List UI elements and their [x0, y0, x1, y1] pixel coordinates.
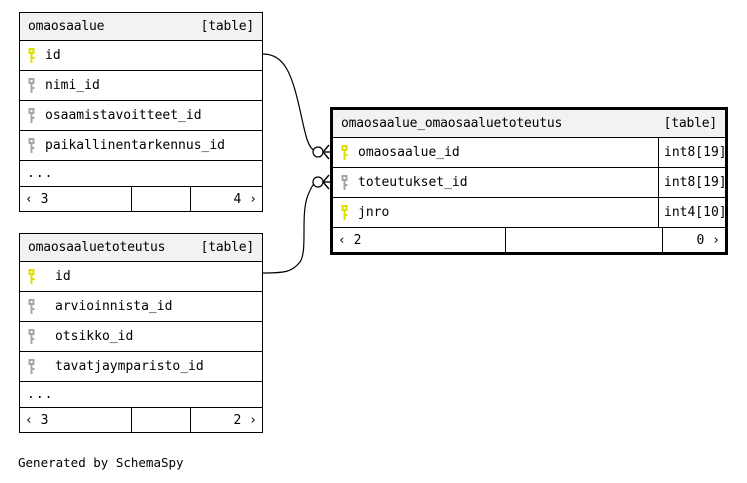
table-row[interactable]: id: [20, 41, 262, 71]
footer-middle-cell: [131, 408, 191, 432]
column-datatype: int8[19]: [658, 138, 727, 167]
table-type-tag: [table]: [200, 240, 255, 255]
column-datatype: int8[19]: [658, 168, 727, 197]
crows-foot-marker: [322, 174, 330, 190]
table-row[interactable]: id: [20, 262, 262, 292]
table-row[interactable]: jnro int4[10]: [333, 198, 727, 228]
footer-middle-cell: [131, 187, 191, 211]
column-name: arvioinnista_id: [55, 299, 173, 314]
table-omaosaaluetoteutus[interactable]: omaosaaluetoteutus [table] id: [19, 233, 263, 433]
parent-relation-count[interactable]: ‹ 3: [25, 191, 49, 207]
child-relation-count[interactable]: 2 ›: [233, 412, 257, 428]
primary-key-icon: [27, 269, 36, 284]
more-columns-indicator: ...: [20, 161, 262, 187]
table-header-omaosaalue: omaosaalue [table]: [20, 13, 262, 41]
table-header-omaosaaluetoteutus: omaosaaluetoteutus [table]: [20, 234, 262, 262]
column-name: omaosaalue_id: [358, 145, 460, 160]
table-footer: ‹ 3 2 ›: [20, 408, 262, 432]
column-name: toteutukset_id: [358, 175, 468, 190]
foreign-key-icon: [27, 329, 36, 344]
child-relation-count[interactable]: 0 ›: [696, 232, 720, 248]
zero-or-more-marker: [312, 146, 324, 158]
relationship-line-omaosaalue: [262, 53, 331, 160]
column-name: id: [45, 48, 61, 63]
zero-or-more-marker: [312, 176, 324, 188]
table-row[interactable]: arvioinnista_id: [20, 292, 262, 322]
column-name: nimi_id: [45, 78, 100, 93]
table-row[interactable]: osaamistavoitteet_id: [20, 101, 262, 131]
table-row[interactable]: tavatjaymparisto_id: [20, 352, 262, 382]
foreign-key-icon: [27, 78, 36, 93]
column-name: osaamistavoitteet_id: [45, 108, 202, 123]
table-row[interactable]: toteutukset_id int8[19]: [333, 168, 727, 198]
column-datatype: int4[10]: [658, 198, 727, 227]
foreign-key-icon: [27, 138, 36, 153]
table-row[interactable]: otsikko_id: [20, 322, 262, 352]
foreign-key-icon: [340, 175, 349, 190]
parent-relation-count[interactable]: ‹ 2: [338, 232, 362, 248]
table-row[interactable]: paikallinentarkennus_id: [20, 131, 262, 161]
table-type-tag: [table]: [200, 19, 255, 34]
relationship-line-omaosaaluetoteutus: [262, 174, 331, 274]
table-omaosaalue-omaosaaluetoteutus[interactable]: omaosaalue_omaosaaluetoteutus [table] om…: [330, 107, 728, 255]
table-title: omaosaalue_omaosaaluetoteutus: [341, 116, 563, 131]
table-title: omaosaalue: [28, 19, 105, 34]
table-omaosaalue[interactable]: omaosaalue [table] id: [19, 12, 263, 212]
primary-key-icon: [340, 205, 349, 220]
primary-key-icon: [27, 48, 36, 63]
primary-key-icon: [340, 145, 349, 160]
table-footer: ‹ 2 0 ›: [333, 228, 725, 252]
table-footer: ‹ 3 4 ›: [20, 187, 262, 211]
crows-foot-marker: [322, 144, 330, 160]
table-type-tag: [table]: [663, 116, 718, 131]
foreign-key-icon: [27, 108, 36, 123]
column-name: otsikko_id: [55, 329, 134, 344]
table-row[interactable]: omaosaalue_id int8[19]: [333, 138, 727, 168]
generated-by-caption: Generated by SchemaSpy: [18, 455, 184, 470]
table-title: omaosaaluetoteutus: [28, 240, 166, 255]
foreign-key-icon: [27, 299, 36, 314]
table-header-omaosaalue-omaosaaluetoteutus: omaosaalue_omaosaaluetoteutus [table]: [333, 110, 725, 138]
more-columns-indicator: ...: [20, 382, 262, 408]
table-row[interactable]: nimi_id: [20, 71, 262, 101]
footer-middle-cell: [505, 228, 663, 252]
child-relation-count[interactable]: 4 ›: [233, 191, 257, 207]
foreign-key-icon: [27, 359, 36, 374]
column-name: jnro: [358, 205, 390, 220]
parent-relation-count[interactable]: ‹ 3: [25, 412, 49, 428]
column-name: tavatjaymparisto_id: [55, 359, 204, 374]
column-name: paikallinentarkennus_id: [45, 138, 226, 153]
column-name: id: [55, 269, 71, 284]
